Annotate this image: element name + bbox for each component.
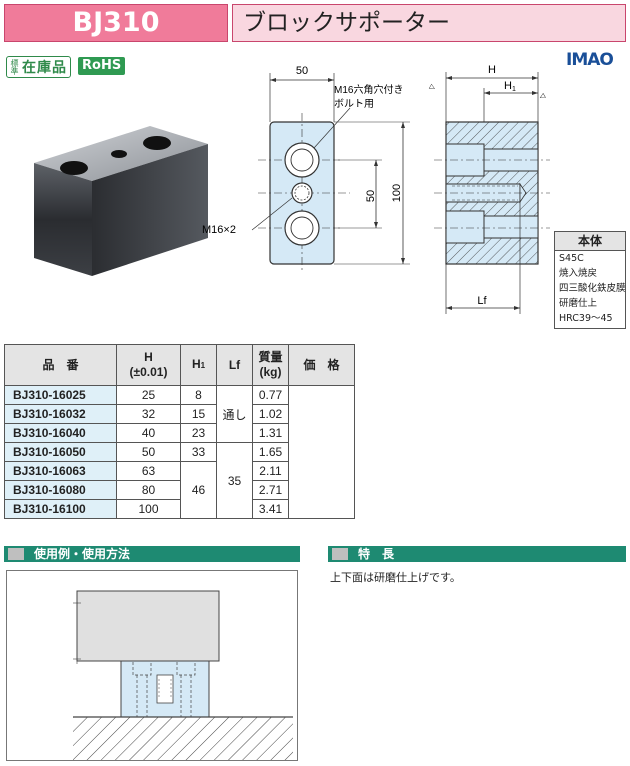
mass-value: 1.02 bbox=[252, 404, 289, 424]
section-marker bbox=[8, 548, 24, 560]
dim-h1: H1 bbox=[504, 80, 516, 93]
lf-value: 35 bbox=[216, 442, 253, 519]
price-cell bbox=[288, 385, 355, 519]
product-title: ブロックサポーター bbox=[232, 4, 626, 42]
h1-value: 46 bbox=[180, 461, 217, 519]
feature-section-header: 特 長 bbox=[328, 546, 626, 562]
col-price: 価 格 bbox=[288, 344, 355, 386]
part-no: BJ310-16050 bbox=[4, 442, 117, 462]
stock-badge: 標準 在庫品 bbox=[6, 56, 71, 78]
bolt-note-line1: M16六角穴付き bbox=[334, 83, 403, 96]
dim-pitch: 50 bbox=[365, 190, 377, 202]
lf-value: 通し bbox=[216, 385, 253, 443]
material-line: 研磨仕上 bbox=[559, 298, 598, 309]
mass-value: 1.31 bbox=[252, 423, 289, 443]
dim-width: 50 bbox=[296, 65, 308, 77]
table-row: BJ310-16063 63 46 2.11 bbox=[4, 461, 355, 519]
stock-label: 在庫品 bbox=[22, 60, 67, 76]
usage-example-box bbox=[6, 570, 298, 761]
h1-value: 23 bbox=[180, 423, 217, 443]
material-header: 本体 bbox=[555, 232, 625, 251]
usage-section-title: 使用例・使用方法 bbox=[34, 547, 131, 561]
part-no: BJ310-16100 bbox=[4, 499, 117, 519]
dim-h: H bbox=[488, 64, 496, 76]
usage-example-drawing bbox=[73, 590, 293, 760]
h-value: 80 bbox=[116, 480, 181, 500]
mass-value: 2.71 bbox=[252, 480, 289, 500]
usage-section-header: 使用例・使用方法 bbox=[4, 546, 300, 562]
part-no: BJ310-16063 bbox=[4, 461, 117, 481]
col-mass: 質量(kg) bbox=[252, 344, 289, 386]
dim-lf: Lf bbox=[477, 295, 487, 307]
thread-label: M16×2 bbox=[202, 224, 236, 236]
h-value: 25 bbox=[116, 385, 181, 405]
material-box: 本体 S45C 焼入焼戻 四三酸化鉄皮膜 研磨仕上 HRC39～45 bbox=[554, 231, 626, 329]
mass-value: 1.65 bbox=[252, 442, 289, 462]
col-lf: Lf bbox=[216, 344, 253, 386]
h-value: 100 bbox=[116, 499, 181, 519]
part-no: BJ310-16040 bbox=[4, 423, 117, 443]
front-view-drawing: 50 50 100 M16×2 M16六角穴付き ボルト用 bbox=[202, 65, 410, 272]
h-value: 63 bbox=[116, 461, 181, 481]
h1-value: 33 bbox=[180, 442, 217, 462]
material-line: 焼入焼戻 bbox=[559, 268, 598, 279]
col-h: H(±0.01) bbox=[116, 344, 181, 386]
part-no: BJ310-16032 bbox=[4, 404, 117, 424]
rohs-badge: RoHS bbox=[78, 57, 126, 75]
feature-section-title: 特 長 bbox=[358, 547, 395, 561]
block-photo bbox=[34, 126, 208, 276]
h1-value: 15 bbox=[180, 404, 217, 424]
spec-table: 品 番 H(±0.01) H1 Lf 質量(kg) 価 格 BJ310-1602… bbox=[4, 344, 355, 519]
part-no: BJ310-16080 bbox=[4, 480, 117, 500]
h-value: 50 bbox=[116, 442, 181, 462]
surface-mark-left: ▽ bbox=[428, 83, 437, 92]
table-row: BJ310-16050 50 33 35 1.65 bbox=[4, 442, 355, 519]
mass-value: 2.11 bbox=[252, 461, 289, 481]
material-line: S45C bbox=[559, 253, 584, 264]
table-row: BJ310-16025 25 8 通し 0.77 bbox=[4, 385, 355, 519]
surface-mark-right: ▽ bbox=[538, 93, 547, 102]
product-code: BJ310 bbox=[4, 4, 228, 42]
material-line: 四三酸化鉄皮膜 bbox=[559, 283, 626, 294]
col-h1: H1 bbox=[180, 344, 217, 386]
table-header-row: 品 番 H(±0.01) H1 Lf 質量(kg) 価 格 bbox=[4, 344, 355, 386]
part-no: BJ310-16025 bbox=[4, 385, 117, 405]
imao-logo: IMAO bbox=[566, 50, 614, 70]
table-row: BJ310-16032 32 15 1.02 bbox=[4, 404, 355, 424]
material-line: HRC39～45 bbox=[559, 313, 613, 324]
mass-value: 0.77 bbox=[252, 385, 289, 405]
table-row: BJ310-16100 100 3.41 bbox=[4, 499, 355, 519]
col-part-no: 品 番 bbox=[4, 344, 117, 386]
h-value: 40 bbox=[116, 423, 181, 443]
h-value: 32 bbox=[116, 404, 181, 424]
mass-value: 3.41 bbox=[252, 499, 289, 519]
dim-height: 100 bbox=[391, 184, 403, 202]
section-view-drawing: H H1 ▽ ▽ Lf bbox=[428, 64, 550, 314]
h1-value: 8 bbox=[180, 385, 217, 405]
standard-label: 標準 bbox=[10, 59, 19, 75]
feature-text: 上下面は研磨仕上げです。 bbox=[330, 571, 461, 584]
bolt-note-line2: ボルト用 bbox=[334, 98, 374, 110]
section-marker bbox=[332, 548, 348, 560]
